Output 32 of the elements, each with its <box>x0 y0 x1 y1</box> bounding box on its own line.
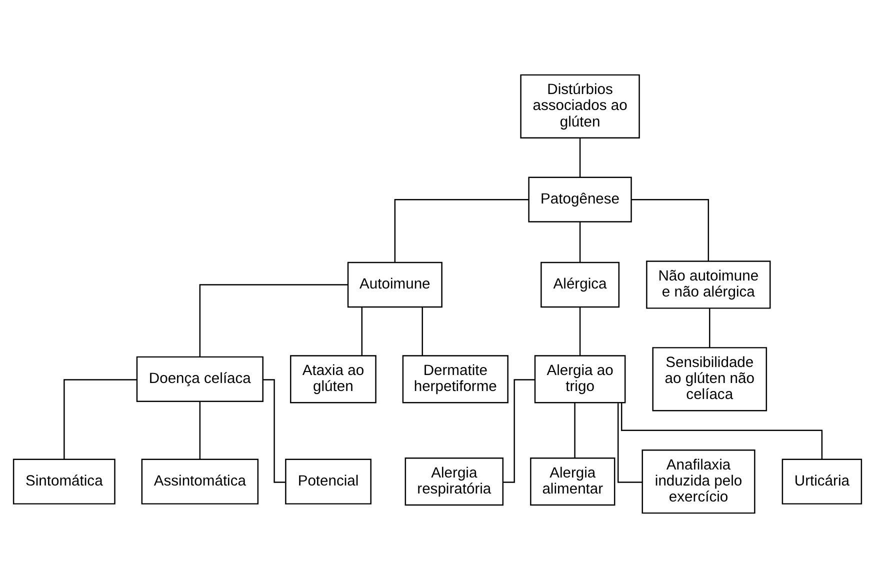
connector <box>394 198 528 262</box>
node-box: Autoimune <box>347 261 442 308</box>
connector <box>579 221 581 262</box>
connector <box>422 306 423 356</box>
connector <box>620 402 823 458</box>
node-box: Sensibilidade ao glúten não celíaca <box>652 346 768 411</box>
connector <box>361 306 363 356</box>
node-box: Assintomática <box>141 458 259 504</box>
connector <box>709 308 710 347</box>
node-box: Ataxia ao glúten <box>290 354 376 403</box>
connector <box>574 402 576 458</box>
node-box: Potencial <box>285 458 372 504</box>
connector <box>617 402 642 482</box>
connector <box>579 137 581 177</box>
node-box: Alergia alimentar <box>530 457 616 506</box>
node-box: Urticária <box>782 458 862 504</box>
node-box: Sintomática <box>12 458 116 504</box>
connector <box>632 198 710 261</box>
connector <box>579 306 581 356</box>
node-box: Alergia ao trigo <box>534 354 626 403</box>
connector <box>199 400 201 459</box>
node-box: Anafilaxia induzida pelo exercício <box>642 449 756 514</box>
node-box: Distúrbios associados ao glúten <box>520 74 640 138</box>
node-box: Dermatite herpetiforme <box>402 354 508 403</box>
connector <box>199 284 348 356</box>
node-box: Alérgica <box>540 261 620 308</box>
node-box: Alergia respiratória <box>404 457 504 506</box>
node-box: Doença celíaca <box>136 356 264 402</box>
node-box: Patogênese <box>528 176 632 222</box>
connector <box>503 378 535 482</box>
connector <box>64 378 137 458</box>
node-box: Não autoimune e não alérgica <box>646 260 771 308</box>
